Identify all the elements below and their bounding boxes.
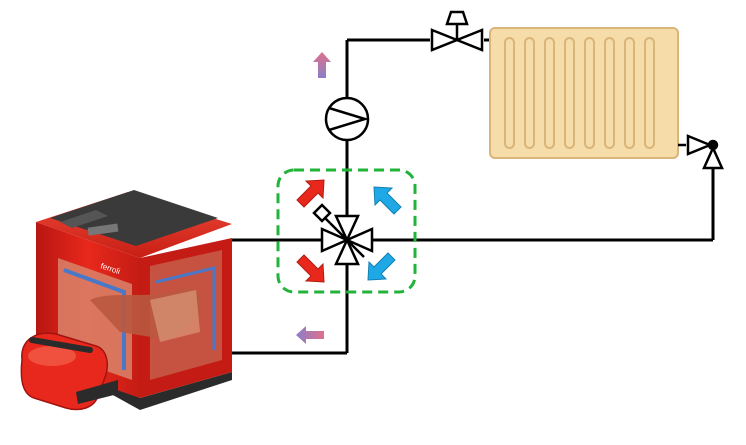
- lockshield-valve-icon: [678, 134, 724, 170]
- heat-exchanger: [63, 268, 126, 370]
- mixed-flow-left-arrow: [296, 326, 324, 344]
- hot-flow-arrow: [296, 179, 325, 208]
- hot-flow-arrow: [296, 254, 325, 283]
- mixing-group-box: [276, 168, 417, 294]
- cold-flow-arrow: [367, 252, 396, 281]
- burner: [20, 332, 118, 411]
- thermostatic-valve-icon: [430, 10, 484, 52]
- cold-flow-arrow: [373, 186, 402, 215]
- four-way-mixing-valve-icon: [312, 203, 374, 266]
- circulation-pump-icon: [324, 96, 370, 142]
- pipework: [232, 38, 715, 355]
- boiler: ferroli: [20, 190, 232, 411]
- control-panel: [50, 190, 218, 246]
- mixed-flow-up-arrow: [313, 52, 331, 78]
- radiator: [489, 27, 679, 159]
